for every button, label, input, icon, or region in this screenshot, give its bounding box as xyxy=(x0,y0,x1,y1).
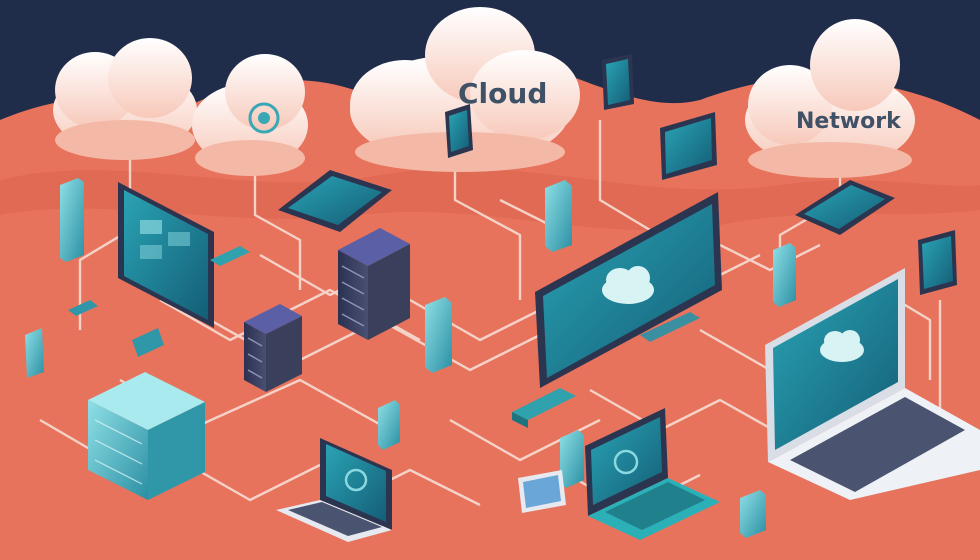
cloud-4-label: Network xyxy=(796,109,902,134)
laptop-bottom-center xyxy=(585,408,720,540)
laptop-right-cloud-icon xyxy=(820,330,864,362)
flat-tablet-left xyxy=(278,170,392,232)
cloud-icon xyxy=(602,266,654,304)
mini-rack-1 xyxy=(60,178,84,262)
monitor-top-right xyxy=(660,112,717,180)
laptop-right xyxy=(765,268,980,500)
mini-rack-3 xyxy=(425,297,452,373)
server-rack-left xyxy=(244,304,302,392)
mini-rack-2 xyxy=(545,180,572,252)
mini-rack-4 xyxy=(773,243,796,307)
tablet-far-right xyxy=(918,230,957,295)
monitor-center xyxy=(535,192,722,388)
tablet-lower-center xyxy=(518,470,566,513)
cloud-4: Network xyxy=(745,19,915,178)
flat-tablet-right xyxy=(795,180,895,235)
monitor-left xyxy=(118,182,214,328)
server-cluster-lower-left xyxy=(88,372,205,500)
mini-rack-6 xyxy=(560,430,584,488)
terrain-shadow-band xyxy=(0,168,980,231)
laptop-lower-left xyxy=(276,438,392,542)
phone-left xyxy=(25,328,44,378)
cloud-1 xyxy=(53,38,197,160)
network-switch-center xyxy=(512,388,576,428)
server-rack-center xyxy=(338,228,410,340)
cloud-2-security-icon xyxy=(248,102,280,134)
cloud-2 xyxy=(192,54,308,176)
network-switch-left xyxy=(210,246,250,266)
tablet-top-center xyxy=(602,54,634,110)
mini-rack-7 xyxy=(740,490,766,538)
tablet-under-cloud-3 xyxy=(445,104,473,158)
mini-rack-5 xyxy=(378,400,400,450)
cloud-3-label: Cloud xyxy=(458,77,547,110)
small-module-left xyxy=(68,300,164,357)
